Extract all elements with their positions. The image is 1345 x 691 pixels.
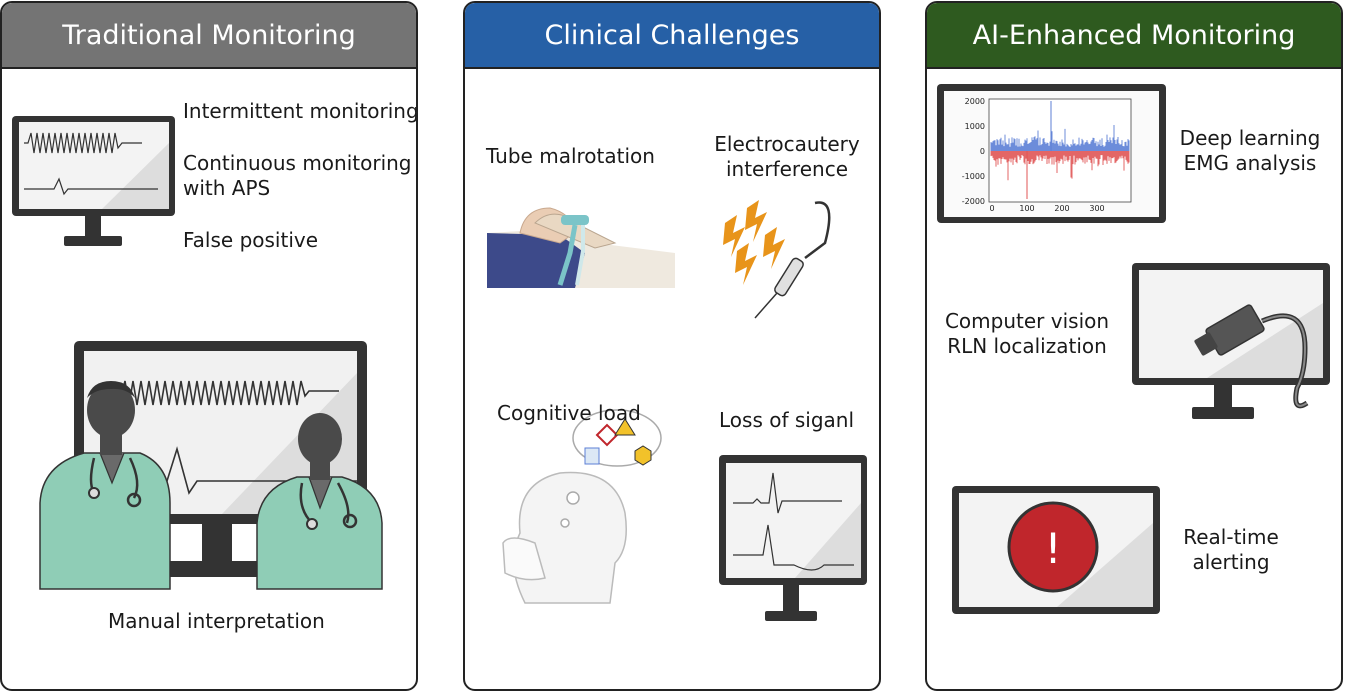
label-manual-interpretation: Manual interpretation — [108, 609, 325, 633]
label-emg-analysis: EMG analysis — [1183, 151, 1317, 175]
panel-ai-enhanced-monitoring: AI-Enhanced Monitoring 2000 1000 0 -1000… — [925, 1, 1343, 691]
label-interference: interference — [725, 157, 848, 181]
label-deep-learning: Deep learning — [1179, 126, 1321, 150]
panel-title-traditional: Traditional Monitoring — [2, 3, 416, 69]
label-real-time: Real-time — [1183, 525, 1279, 549]
cognitive-load-head-icon — [502, 409, 662, 604]
challenges-illustrations — [487, 200, 867, 621]
computer-vision-monitor-icon — [1132, 263, 1330, 419]
emg-xtick: 0 — [989, 204, 994, 213]
camera-icon — [1194, 304, 1309, 409]
label-with-aps: with APS — [183, 176, 271, 200]
panel-clinical-challenges: Clinical Challenges — [463, 1, 881, 691]
label-false-positive: False positive — [183, 228, 319, 252]
small-monitor-icon — [12, 116, 175, 246]
emg-signal — [990, 101, 1130, 199]
alert-symbol: ! — [1045, 524, 1062, 573]
panel-traditional-monitoring: Traditional Monitoring — [0, 1, 418, 691]
emg-xtick: 100 — [1019, 204, 1034, 213]
ai-illustrations: 2000 1000 0 -1000 -2000 0 100 200 300 — [937, 84, 1330, 614]
label-rln-localization: RLN localization — [947, 334, 1107, 358]
panel-title-challenges: Clinical Challenges — [465, 3, 879, 69]
label-intermittent-monitoring: Intermittent monitoring — [183, 99, 418, 123]
label-alerting: alerting — [1192, 550, 1270, 574]
label-continuous-monitoring: Continuous monitoring — [183, 151, 412, 175]
emg-ytick: 1000 — [965, 122, 985, 131]
label-electrocautery: Electrocautery — [714, 132, 860, 156]
emg-ytick: -1000 — [962, 172, 985, 181]
label-cognitive-load: Cognitive load — [497, 401, 641, 425]
emg-monitor-icon: 2000 1000 0 -1000 -2000 0 100 200 300 — [937, 84, 1166, 223]
emg-xtick: 300 — [1089, 204, 1104, 213]
traditional-illustrations — [12, 116, 383, 590]
label-computer-vision: Computer vision — [944, 309, 1110, 333]
label-loss-of-signal: Loss of siganl — [719, 408, 855, 432]
emg-ytick: 2000 — [965, 97, 985, 106]
alert-monitor-icon: ! — [952, 486, 1160, 614]
clinician-left-icon — [39, 381, 171, 590]
alert-icon — [1007, 501, 1099, 593]
emg-ytick: 0 — [980, 147, 985, 156]
electrocautery-icon — [723, 200, 831, 319]
emg-ytick: -2000 — [962, 197, 985, 206]
panel-title-ai: AI-Enhanced Monitoring — [927, 3, 1341, 69]
loss-of-signal-monitor-icon — [719, 455, 867, 621]
clinician-right-icon — [256, 413, 383, 590]
intubated-patient-icon — [487, 207, 675, 288]
label-tube-malrotation: Tube malrotation — [486, 144, 655, 168]
emg-xtick: 200 — [1054, 204, 1069, 213]
